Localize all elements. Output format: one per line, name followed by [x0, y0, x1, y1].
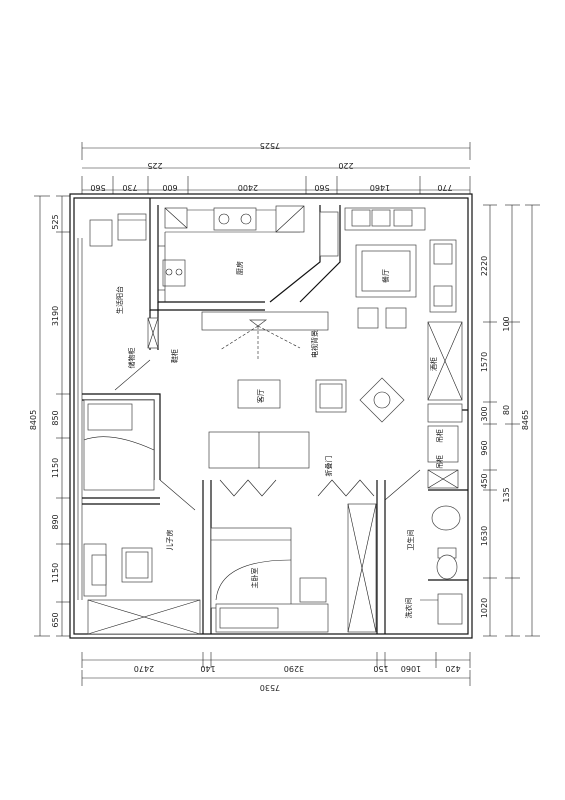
label-cabinet-b: 吊柜 [435, 455, 444, 469]
master-bedroom-area [210, 503, 377, 633]
bottom-seg-5: 420 [445, 664, 460, 673]
top-seg-0: 560 [90, 183, 105, 192]
right-inner-6: 1020 [480, 598, 489, 618]
label-cabinet-a: 吊柜 [435, 429, 444, 443]
right-dimensions: 2220 1570 300 960 450 1630 1020 100 80 1… [480, 204, 540, 637]
top-seg-1: 730 [122, 183, 137, 192]
interior-walls [82, 198, 468, 634]
top-seg-3: 2400 [238, 183, 258, 192]
label-kitchen: 厨房 [235, 261, 244, 275]
kids-room-area [83, 399, 201, 635]
left-seg-2: 850 [51, 410, 60, 425]
right-outer-2: 135 [502, 487, 511, 502]
outer-walls [69, 193, 473, 639]
label-bathroom: 卫生间 [406, 530, 415, 551]
bottom-seg-1: 140 [200, 664, 215, 673]
label-dining: 餐厅 [381, 269, 390, 283]
top-seg-2: 600 [162, 183, 177, 192]
left-seg-4: 890 [51, 514, 60, 529]
left-seg-5: 1150 [51, 563, 60, 583]
dining-area [319, 207, 463, 401]
right-outer-1: 80 [502, 405, 511, 415]
label-kids-room: 儿子房 [165, 530, 174, 551]
bottom-seg-0: 2470 [134, 664, 154, 673]
label-living: 客厅 [256, 389, 265, 403]
right-overall-dim: 8465 [521, 410, 530, 430]
bottom-seg-3: 150 [373, 664, 388, 673]
top-dimensions: 7525 225 220 560 730 600 2400 560 1460 7… [81, 141, 471, 194]
top-seg-4: 560 [314, 183, 329, 192]
label-sliding-door: 折叠门 [324, 456, 333, 477]
right-inner-0: 2220 [480, 256, 489, 276]
label-storage: 储物柜 [127, 348, 136, 369]
right-inner-3: 960 [480, 440, 489, 455]
label-wash: 洗衣间 [404, 598, 413, 619]
right-inner-5: 1630 [480, 526, 489, 546]
top-seg-5: 1460 [370, 183, 390, 192]
right-inner-4: 450 [480, 473, 489, 488]
kitchen-area [158, 205, 305, 302]
top-upper-left-dim: 225 [147, 161, 162, 170]
balcony-area [89, 213, 159, 349]
label-shoe-cabinet: 鞋柜 [170, 349, 179, 363]
left-overall-dim: 8405 [29, 410, 38, 430]
label-tv-wall: 电视背景 [310, 330, 319, 358]
top-overall-dim: 7525 [260, 141, 280, 150]
left-seg-3: 1150 [51, 458, 60, 478]
label-balcony: 生活阳台 [115, 286, 124, 314]
left-seg-1: 3190 [51, 306, 60, 326]
left-seg-0: 525 [51, 214, 60, 229]
bottom-overall-dim: 7530 [260, 683, 280, 692]
bottom-dimensions: 2470 140 3290 150 1060 420 7530 [81, 652, 471, 692]
top-upper-right-dim: 220 [338, 161, 353, 170]
living-area [201, 311, 463, 469]
bottom-seg-2: 3290 [284, 664, 304, 673]
right-inner-2: 300 [480, 406, 489, 421]
bottom-seg-4: 1060 [401, 664, 421, 673]
label-wine-cabinet: 酒柜 [429, 357, 438, 371]
bathroom-area [420, 425, 463, 625]
folding-doors [219, 479, 375, 497]
right-inner-1: 1570 [480, 352, 489, 372]
label-master: 主卧室 [250, 568, 259, 589]
right-outer-0: 100 [502, 316, 511, 331]
left-seg-6: 650 [51, 612, 60, 627]
room-labels: 厨房 餐厅 生活阳台 鞋柜 电视背景 客厅 酒柜 吊柜 吊柜 折叠门 儿子房 主… [115, 261, 444, 619]
top-seg-6: 770 [437, 183, 452, 192]
left-dimensions: 8405 525 3190 850 1150 890 1150 650 [29, 195, 70, 637]
